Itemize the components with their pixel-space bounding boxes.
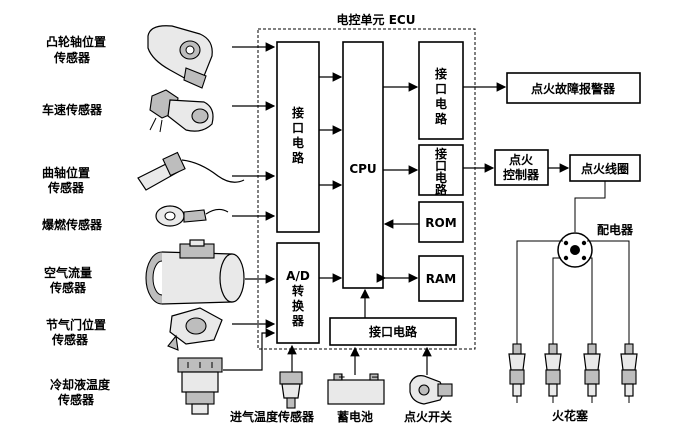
- intake-temp-sensor-icon: [279, 371, 303, 409]
- spark-plug-icon-4: [620, 343, 638, 403]
- ad-c3: 器: [291, 314, 305, 328]
- interface-circuit-bottom: [329, 317, 457, 346]
- airflow-label-0: 空气流量: [44, 265, 92, 280]
- ad-c0: A/D: [286, 269, 310, 283]
- crank-sensor-icon: [137, 151, 245, 191]
- interface-left-c1: 口: [292, 121, 304, 135]
- ecu-boundary: [257, 28, 476, 350]
- cam-sensor-icon: [147, 25, 213, 89]
- imr-c1: 口: [435, 159, 447, 173]
- distributor-label: 配电器: [597, 222, 634, 237]
- cam-label-0: 凸轮轴位置: [46, 34, 106, 49]
- imr-c2: 电: [435, 170, 447, 185]
- interface-circuit-mid-right: [418, 144, 464, 196]
- knock-sensor-icon: [155, 205, 229, 227]
- spark-plug-icon-1: [508, 343, 526, 403]
- distributor-icon: [557, 232, 593, 268]
- interface-left-c2: 电: [292, 135, 304, 150]
- throttle-label-0: 节气门位置: [46, 317, 106, 332]
- ram-label: RAM: [426, 272, 456, 286]
- battery-label: 蓄电池: [337, 409, 373, 424]
- rom-label: ROM: [425, 216, 456, 230]
- coil-to-distributor-wire: [574, 181, 606, 232]
- ignition-switch-label: 点火开关: [404, 409, 452, 424]
- interface-left-c0: 接: [292, 105, 304, 120]
- interface-left-c3: 路: [292, 150, 305, 165]
- svg-text:+: +: [338, 373, 346, 383]
- wire-plug-1: [516, 240, 563, 344]
- speed-sensor-icon: [149, 89, 214, 133]
- airflow-sensor-icon: [145, 239, 245, 305]
- ad-c1: 转: [292, 283, 304, 298]
- interface-circuit-top-right: [418, 41, 464, 140]
- coolant-temp-sensor-icon: [177, 357, 223, 415]
- battery-icon: + −: [327, 373, 385, 405]
- coolant-label-0: 冷却液温度: [50, 377, 111, 392]
- wire-plug-4: [587, 240, 630, 344]
- itr-c2: 电: [435, 96, 447, 111]
- ecu-title: 电控单元 ECU: [337, 12, 416, 27]
- itr-c3: 路: [435, 111, 448, 126]
- interface-circuit-left: [276, 41, 320, 233]
- imr-c3: 路: [435, 182, 448, 197]
- itr-c0: 接: [435, 66, 447, 81]
- fault-alarm-box: [506, 72, 641, 104]
- crank-label-0: 曲轴位置: [42, 165, 90, 180]
- interface-bottom-label: 接口电路: [369, 324, 418, 339]
- fault-alarm-label: 点火故障报警器: [531, 81, 616, 96]
- cpu-box: [342, 41, 384, 289]
- wire-plug-2: [552, 257, 561, 344]
- arrow-coolant: [223, 328, 276, 371]
- wire-plug-3: [589, 257, 593, 344]
- crank-label-1: 传感器: [47, 180, 85, 195]
- spark-plug-icon-2: [544, 343, 562, 403]
- coolant-label-1: 传感器: [57, 392, 95, 407]
- throttle-label-1: 传感器: [51, 332, 89, 347]
- ram-box: [418, 255, 464, 302]
- ignition-coil-box: [569, 154, 641, 182]
- rom-box: [418, 201, 464, 243]
- spark-plug-label: 火花塞: [552, 408, 589, 423]
- ad-c2: 换: [292, 298, 305, 313]
- airflow-label-1: 传感器: [49, 280, 87, 295]
- ignition-switch-icon: [409, 375, 453, 405]
- throttle-sensor-icon: [167, 307, 223, 351]
- speed-label: 车速传感器: [42, 102, 103, 117]
- intake-temp-label: 进气温度传感器: [230, 409, 315, 424]
- ign-ctrl-l0: 点火: [509, 152, 534, 167]
- spark-plug-icon-3: [583, 343, 601, 403]
- ad-converter: [276, 242, 320, 344]
- cam-label-1: 传感器: [53, 50, 91, 65]
- ignition-coil-label: 点火线圈: [581, 161, 629, 176]
- imr-c0: 接: [435, 146, 447, 161]
- knock-label: 爆燃传感器: [42, 217, 103, 232]
- cpu-label: CPU: [349, 162, 376, 176]
- itr-c1: 口: [435, 82, 447, 96]
- svg-text:−: −: [371, 373, 379, 383]
- ign-ctrl-l1: 控制器: [503, 167, 540, 182]
